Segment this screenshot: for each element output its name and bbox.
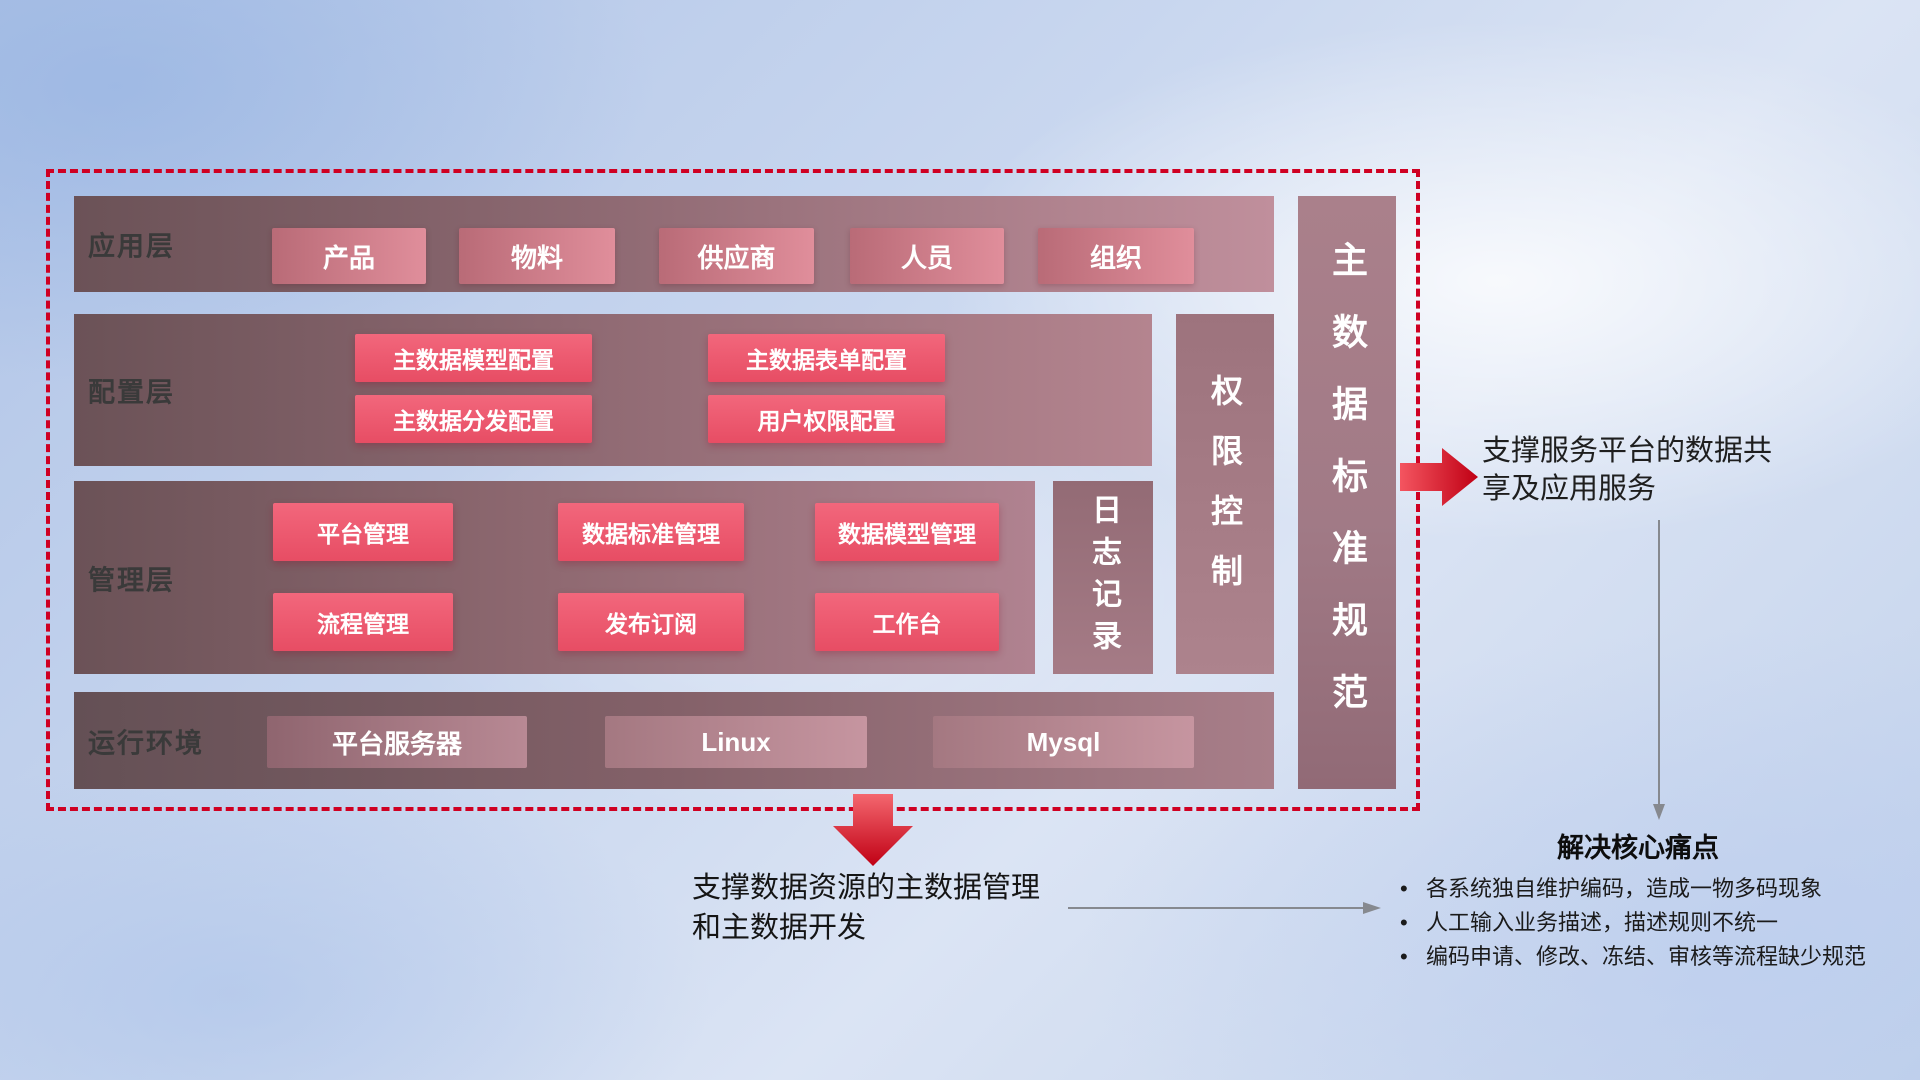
mgmt-item-platform-management: 平台管理 (273, 503, 453, 561)
master-data-standard-bar: 主数据标准规范 (1298, 196, 1396, 789)
right-note-text: 支撑服务平台的数据共享及应用服务 (1482, 435, 1773, 505)
app-item-supplier: 供应商 (659, 228, 814, 284)
permission-control-bar: 权限控制 (1176, 314, 1274, 674)
app-item-material: 物料 (459, 228, 615, 284)
app-item-person: 人员 (850, 228, 1004, 284)
configuration-layer-row: 配置层 主数据模型配置 主数据表单配置 主数据分发配置 用户权限配置 (74, 314, 1152, 466)
gray-right-arrow-icon (1068, 900, 1381, 916)
mgmt-item-data-standard-management: 数据标准管理 (558, 503, 744, 561)
mgmt-item-workbench: 工作台 (815, 593, 999, 651)
pain-point-text: 各系统独自维护编码，造成一物多码现象 (1426, 876, 1823, 901)
bottom-note-line2: 和主数据开发 (692, 912, 867, 944)
pain-point-text: 编码申请、修改、冻结、审核等流程缺少规范 (1426, 944, 1867, 969)
bottom-note-text: 支撑数据资源的主数据管理 和主数据开发 (692, 868, 1040, 948)
pain-point-item: • 各系统独自维护编码，造成一物多码现象 (1400, 872, 1900, 906)
application-layer-row: 应用层 产品 物料 供应商 人员 组织 (74, 196, 1274, 292)
pain-points-list: • 各系统独自维护编码，造成一物多码现象 • 人工输入业务描述，描述规则不统一 … (1400, 872, 1900, 974)
config-item-distribution-config: 主数据分发配置 (355, 395, 592, 443)
configuration-layer-label: 配置层 (88, 377, 175, 408)
app-item-organization: 组织 (1038, 228, 1194, 284)
pain-point-item: • 编码申请、修改、冻结、审核等流程缺少规范 (1400, 940, 1900, 974)
app-item-product: 产品 (272, 228, 426, 284)
runtime-item-linux: Linux (605, 716, 867, 768)
runtime-item-platform-server: 平台服务器 (267, 716, 527, 768)
config-item-user-permission-config: 用户权限配置 (708, 395, 945, 443)
runtime-environment-label: 运行环境 (88, 728, 204, 758)
red-down-arrow-icon (833, 794, 913, 866)
management-layer-label: 管理层 (88, 565, 175, 595)
bullet-icon: • (1400, 910, 1408, 935)
gray-down-arrow-icon (1651, 520, 1667, 820)
mgmt-item-process-management: 流程管理 (273, 593, 453, 651)
runtime-item-mysql: Mysql (933, 716, 1194, 768)
management-layer-row: 管理层 平台管理 数据标准管理 数据模型管理 流程管理 发布订阅 工作台 (74, 481, 1035, 674)
bullet-icon: • (1400, 944, 1408, 969)
mgmt-item-publish-subscribe: 发布订阅 (558, 593, 744, 651)
pain-point-item: • 人工输入业务描述，描述规则不统一 (1400, 906, 1900, 940)
pain-point-text: 人工输入业务描述，描述规则不统一 (1426, 910, 1779, 935)
mgmt-item-data-model-management: 数据模型管理 (815, 503, 999, 561)
application-layer-label: 应用层 (88, 231, 175, 262)
bullet-icon: • (1400, 876, 1408, 901)
bottom-note-line1: 支撑数据资源的主数据管理 (692, 872, 1041, 904)
config-item-form-config: 主数据表单配置 (708, 334, 945, 382)
config-item-model-config: 主数据模型配置 (355, 334, 592, 382)
runtime-environment-row: 运行环境 平台服务器 Linux Mysql (74, 692, 1274, 789)
red-right-arrow-icon (1400, 446, 1478, 508)
pain-points-title: 解决核心痛点 (1557, 833, 1719, 863)
log-record-bar: 日志记录 (1053, 481, 1153, 674)
